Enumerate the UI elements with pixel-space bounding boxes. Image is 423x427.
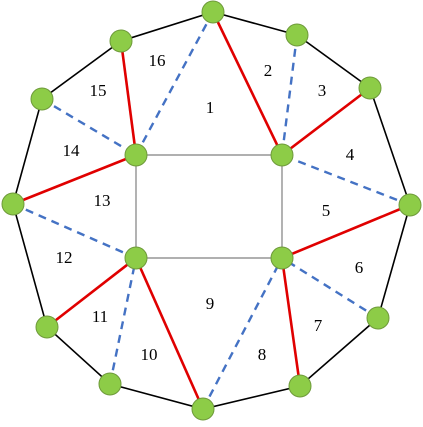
region-label-11: 11 [92, 307, 108, 326]
inner-node [270, 143, 294, 167]
region-label-4: 4 [346, 145, 355, 164]
outer-node [358, 76, 382, 100]
outer-node [366, 306, 390, 330]
inner-node [124, 246, 148, 270]
red-edge [281, 86, 371, 157]
red-edge [134, 257, 205, 410]
region-label-8: 8 [258, 345, 267, 364]
red-edge [211, 11, 284, 156]
red-edge [46, 256, 137, 329]
region-label-3: 3 [318, 81, 327, 100]
region-label-12: 12 [56, 248, 73, 267]
inner-node [124, 143, 148, 167]
region-label-13: 13 [94, 191, 111, 210]
outer-node [109, 29, 133, 53]
region-label-7: 7 [314, 316, 323, 335]
outer-node [398, 193, 422, 217]
region-label-6: 6 [355, 258, 364, 277]
outer-node [1, 192, 25, 216]
region-label-9: 9 [206, 294, 215, 313]
dashed-edge [41, 97, 137, 157]
region-label-16: 16 [149, 51, 166, 70]
dashed-edge [201, 257, 284, 410]
outer-node [285, 23, 309, 47]
inner-node [270, 246, 294, 270]
dashed-edge [281, 153, 411, 207]
red-edge [12, 153, 137, 206]
outer-node [288, 374, 312, 398]
region-label-5: 5 [322, 201, 331, 220]
inner-square [135, 154, 283, 259]
dashed-edge [280, 34, 299, 156]
region-label-15: 15 [90, 81, 107, 100]
outer-node [30, 87, 54, 111]
outer-node [35, 315, 59, 339]
region-label-1: 1 [206, 98, 215, 117]
region-label-2: 2 [264, 61, 273, 80]
region-label-10: 10 [141, 345, 158, 364]
red-edge [119, 40, 138, 156]
dashed-edge [281, 256, 379, 320]
outer-node [191, 397, 215, 421]
outer-node [98, 372, 122, 396]
dashed-edge [108, 257, 138, 385]
dashed-edge [12, 202, 137, 260]
outer-boundary [12, 11, 411, 410]
region-label-14: 14 [63, 141, 81, 160]
outer-node [201, 0, 225, 24]
red-edge [280, 257, 302, 387]
red-edge [281, 203, 411, 260]
